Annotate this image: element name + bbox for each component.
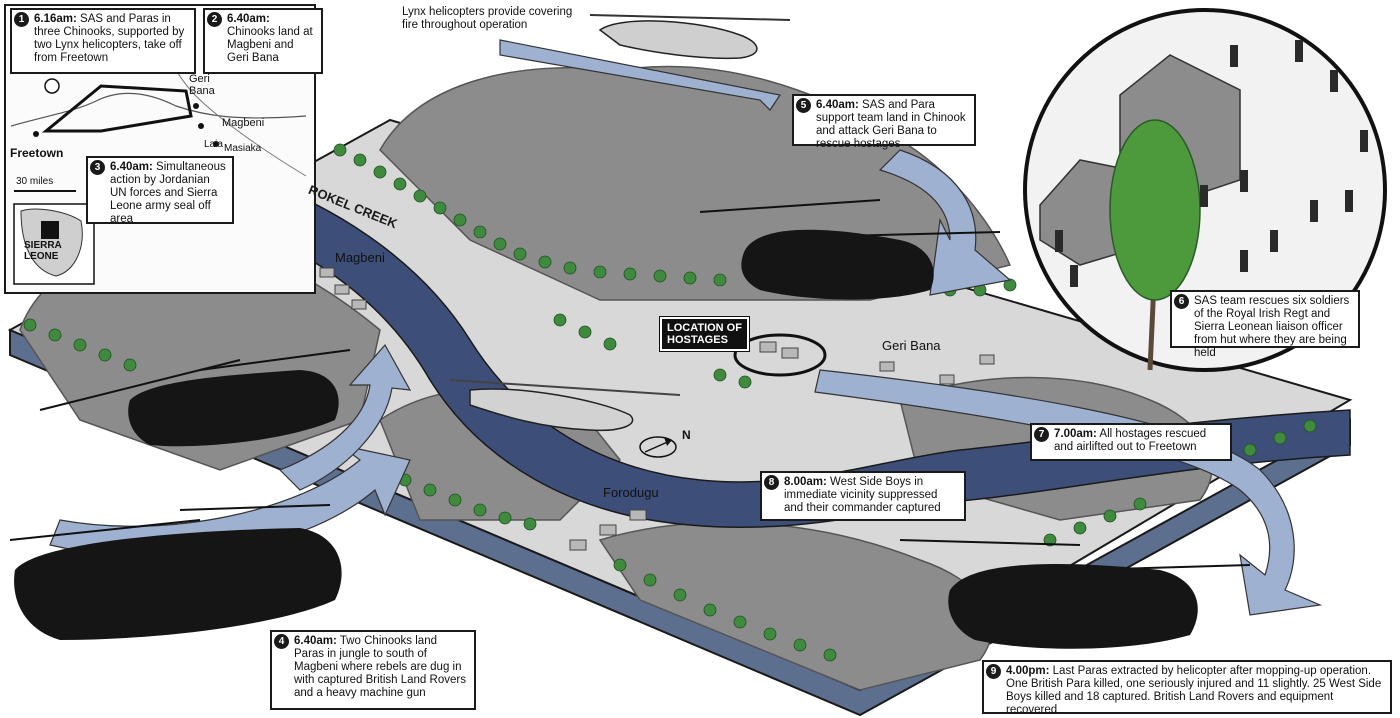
callout-text: SAS and Paras in three Chinooks, support… <box>34 13 185 64</box>
callout-step-3: 3 6.40am: Simultaneous action by Jordani… <box>86 156 234 225</box>
label-geri-bana: Geri Bana <box>882 338 941 353</box>
step-number-badge: 7 <box>1034 427 1049 442</box>
chinook-extraction-icon <box>899 539 1251 649</box>
hostage-location-ring <box>733 333 827 377</box>
callout-time: 6.16am: <box>34 13 77 25</box>
callout-time: 6.40am: <box>110 161 153 173</box>
step-number-badge: 2 <box>207 12 222 27</box>
label-forodugu: Forodugu <box>603 485 659 500</box>
callout-step-9: 9 4.00pm: Last Paras extracted by helico… <box>982 660 1392 716</box>
step-number-badge: 4 <box>274 634 289 649</box>
hut-rescue-detail-circle <box>1023 8 1387 372</box>
step-number-badge: 3 <box>90 160 105 175</box>
step-number-badge: 5 <box>796 98 811 113</box>
callout-step-8: 8 8.00am: West Side Boys in immediate vi… <box>760 471 966 521</box>
label-hostages-location: LOCATION OF HOSTAGES <box>659 316 750 352</box>
callout-text: SAS and Para support team land in Chinoo… <box>816 99 966 150</box>
callout-lynx-cover: Lynx helicopters provide covering fire t… <box>402 6 582 32</box>
arrow-chinook-geri-bana <box>878 149 1012 296</box>
step-number-badge: 9 <box>986 664 1001 679</box>
callout-text: West Side Boys in immediate vicinity sup… <box>784 476 941 514</box>
callout-text: Chinooks land at Magbeni and Geri Bana <box>227 26 313 64</box>
chinook-west-upper-icon <box>39 349 351 447</box>
inset-label-country: SIERRA LEONE <box>24 240 62 262</box>
inset-label-magbeni: Magbeni <box>222 117 265 129</box>
chinook-geri-bana-icon <box>699 199 1001 300</box>
callout-step-5: 5 6.40am: SAS and Para support team land… <box>792 94 976 150</box>
step-number-badge: 8 <box>764 475 779 490</box>
step-number-badge: 1 <box>14 12 29 27</box>
arrow-lynx-approach <box>499 39 781 111</box>
inset-label-geri-bana: Geri Bana <box>189 73 215 97</box>
step-number-badge: 6 <box>1174 294 1189 309</box>
inset-label-freetown: Freetown <box>10 146 64 160</box>
chinook-west-lower-icon <box>9 504 342 640</box>
arrow-chinook-west <box>278 343 412 491</box>
callout-text: SAS team rescues six soldiers of the Roy… <box>1194 295 1350 359</box>
callout-step-7: 7 7.00am: All hostages rescued and airli… <box>1030 423 1232 461</box>
label-magbeni: Magbeni <box>335 250 385 265</box>
callout-time: 7.00am: <box>1054 428 1097 440</box>
inset-label-masiaka: Masiaka <box>224 143 262 154</box>
callout-step-2: 2 6.40am: Chinooks land at Magbeni and G… <box>203 8 323 74</box>
callout-text: All hostages rescued and airlifted out t… <box>1054 428 1207 453</box>
inset-label-laia: Laia <box>204 139 223 150</box>
callout-step-1: 1 6.16am: SAS and Paras in three Chinook… <box>10 8 196 74</box>
callout-text: Simultaneous action by Jordanian UN forc… <box>110 161 226 225</box>
inset-map-drawing <box>10 10 307 285</box>
callout-time: 6.40am: <box>294 635 337 647</box>
tree-rows <box>23 143 1317 662</box>
callout-time: 6.40am: <box>816 99 859 111</box>
callout-time: 6.40am: <box>227 13 270 25</box>
lynx-helicopter-icon <box>589 14 791 60</box>
callout-time: 4.00pm: <box>1006 665 1050 677</box>
callout-text: Lynx helicopters provide covering fire t… <box>402 6 573 31</box>
callout-step-6: 6 SAS team rescues six soldiers of the R… <box>1170 290 1360 359</box>
compass-north-label: N <box>682 428 691 442</box>
compass-icon <box>639 436 677 458</box>
callout-text: Two Chinooks land Paras in jungle to sou… <box>294 635 466 699</box>
callout-text: Last Paras extracted by helicopter after… <box>1006 665 1382 716</box>
inset-label-scale: 30 miles <box>16 176 54 187</box>
callout-time: 8.00am: <box>784 476 827 488</box>
lynx-helicopter-centre-icon <box>449 379 681 432</box>
callout-step-4: 4 6.40am: Two Chinooks land Paras in jun… <box>270 630 476 710</box>
